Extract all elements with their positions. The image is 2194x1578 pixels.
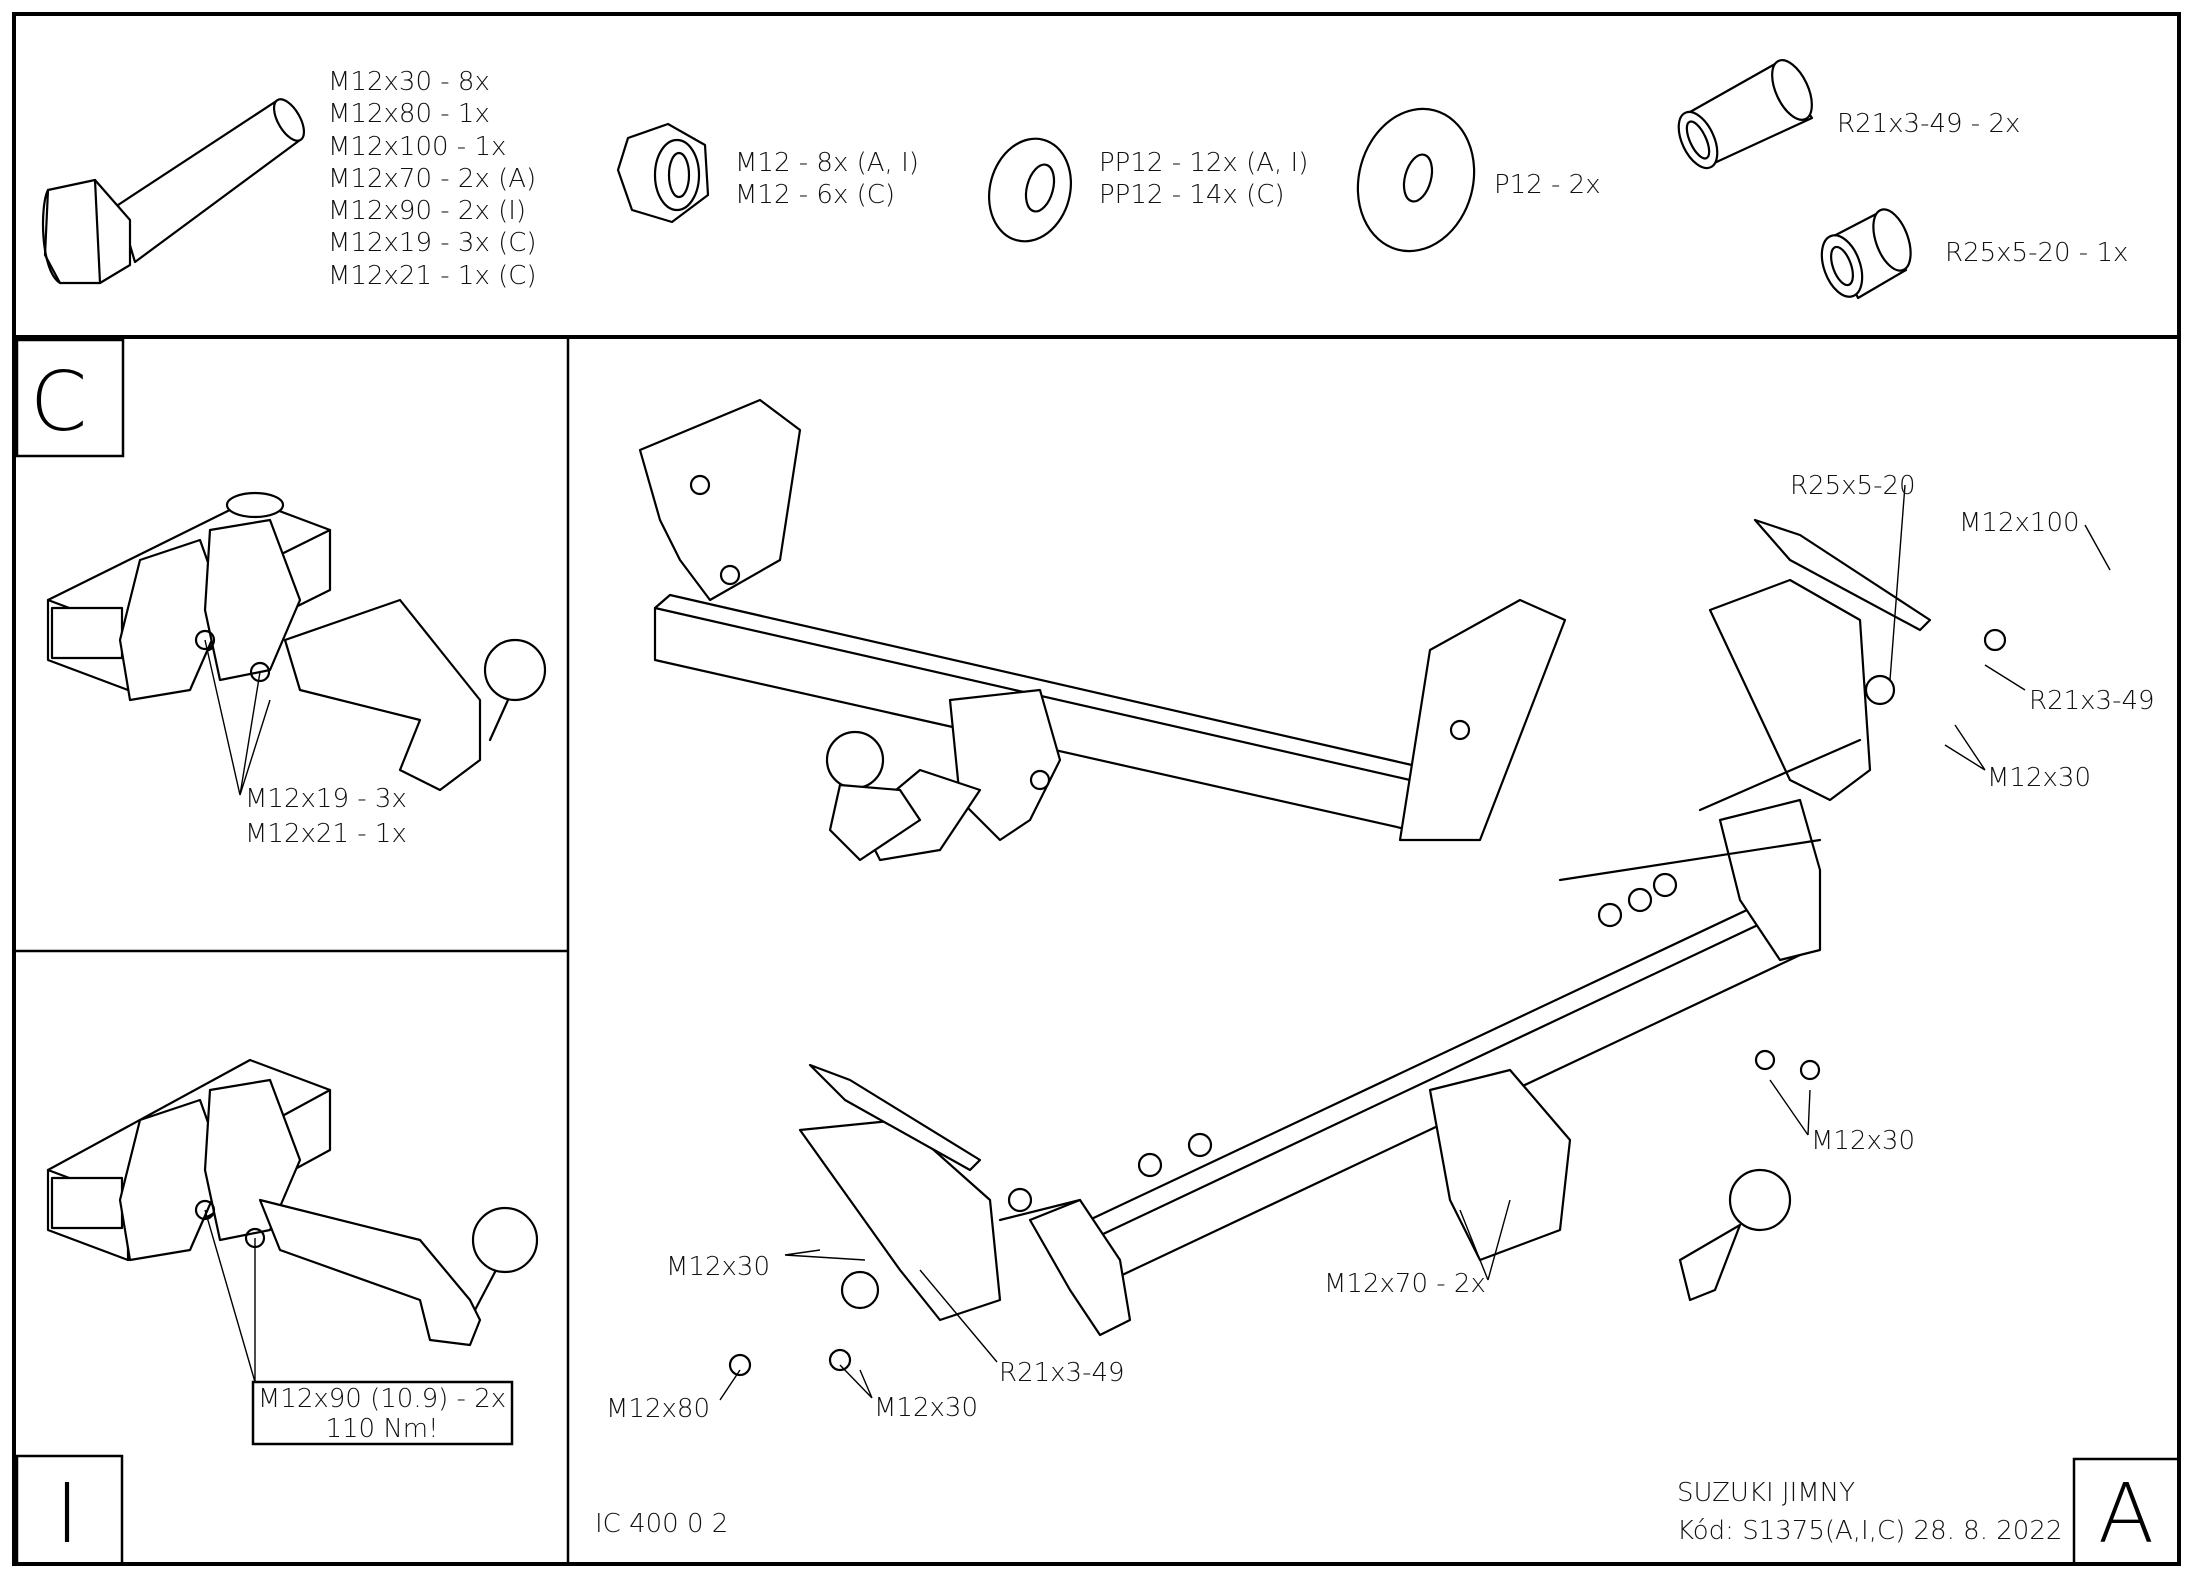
- bolt-drawing: [41, 98, 306, 285]
- large-washer-drawing: [1356, 107, 1476, 253]
- outer-frame: [12, 12, 2181, 1566]
- leader-c: [204, 639, 271, 796]
- washer-label-1: PP12 - 12x (A, I): [1099, 148, 1308, 178]
- short-spacer-label: R25x5-20 - 1x: [1945, 238, 2128, 268]
- svg-text:M12x30: M12x30: [1811, 1126, 1915, 1156]
- towbar-exploded-drawing: [728, 518, 2007, 1377]
- vehicle-name: SUZUKI JIMNY: [1677, 1478, 1855, 1508]
- long-spacer-drawing: [1677, 59, 1814, 170]
- svg-text:M12x80 - 1x: M12x80 - 1x: [328, 99, 490, 129]
- long-spacer-label: R21x3-49 - 2x: [1837, 109, 2020, 139]
- leader-i: [204, 1209, 256, 1383]
- svg-text:M12x90 - 2x (I): M12x90 - 2x (I): [328, 196, 526, 226]
- washer-drawing: [987, 137, 1073, 243]
- towbar-c-drawing: [46, 491, 547, 792]
- panel-a-letter-box: [2072, 1457, 2181, 1566]
- callout-leaders: [719, 484, 2111, 1401]
- svg-text:M12x30: M12x30: [666, 1252, 770, 1282]
- svg-text:M12x100 - 1x: M12x100 - 1x: [328, 132, 506, 162]
- panel-c-label-2: M12x21 - 1x: [245, 819, 407, 849]
- panel-i-letter-box: [15, 1454, 124, 1566]
- panel-c-label-1: M12x19 - 3x: [245, 784, 407, 814]
- svg-text:R25x5-20: R25x5-20: [1790, 471, 1916, 501]
- panel-i-letter: I: [55, 1467, 79, 1562]
- svg-text:M12x70 - 2x (A): M12x70 - 2x (A): [328, 164, 536, 194]
- svg-text:M12x70 - 2x: M12x70 - 2x: [1324, 1269, 1486, 1299]
- svg-text:R21x3-49: R21x3-49: [2029, 686, 2155, 716]
- svg-text:M12x30 - 8x: M12x30 - 8x: [328, 67, 490, 97]
- towbar-i-drawing: [46, 1058, 539, 1347]
- code-and-date: Kód: S1375(A,I,C) 28. 8. 2022: [1677, 1516, 2062, 1546]
- washer-label-2: PP12 - 14x (C): [1099, 180, 1285, 210]
- svg-text:M12x30: M12x30: [874, 1393, 978, 1423]
- drawing-number: IC 400 0 2: [595, 1509, 728, 1539]
- towbar-assembled-drawing: [638, 398, 1567, 862]
- panel-c-letter-box: [15, 338, 125, 458]
- svg-text:M12x30: M12x30: [1987, 763, 2091, 793]
- panel-a-letter: A: [2098, 1467, 2154, 1562]
- svg-text:M12x19 - 3x (C): M12x19 - 3x (C): [328, 228, 537, 258]
- svg-text:M12x21 - 1x (C): M12x21 - 1x (C): [328, 261, 537, 291]
- nut-drawing: [616, 122, 710, 224]
- callout-labels: R25x5-20 M12x100 R21x3-49 M12x30 M12x30 …: [606, 471, 2155, 1424]
- bolt-labels: M12x30 - 8x M12x80 - 1x M12x100 - 1x M12…: [328, 67, 537, 291]
- svg-text:M12x100: M12x100: [1959, 508, 2080, 538]
- torque-note-line1: M12x90 (10.9) - 2x: [258, 1384, 506, 1414]
- short-spacer-drawing: [1820, 208, 1912, 300]
- panel-c-letter: C: [30, 355, 87, 450]
- svg-text:M12x80: M12x80: [606, 1394, 710, 1424]
- nut-label-2: M12 - 6x (C): [735, 180, 895, 210]
- nut-label-1: M12 - 8x (A, I): [735, 148, 919, 178]
- large-washer-label: P12 - 2x: [1494, 170, 1601, 200]
- torque-note-line2: 110 Nm!: [325, 1414, 438, 1444]
- torque-note-box: [251, 1380, 514, 1446]
- svg-text:R21x3-49: R21x3-49: [999, 1358, 1125, 1388]
